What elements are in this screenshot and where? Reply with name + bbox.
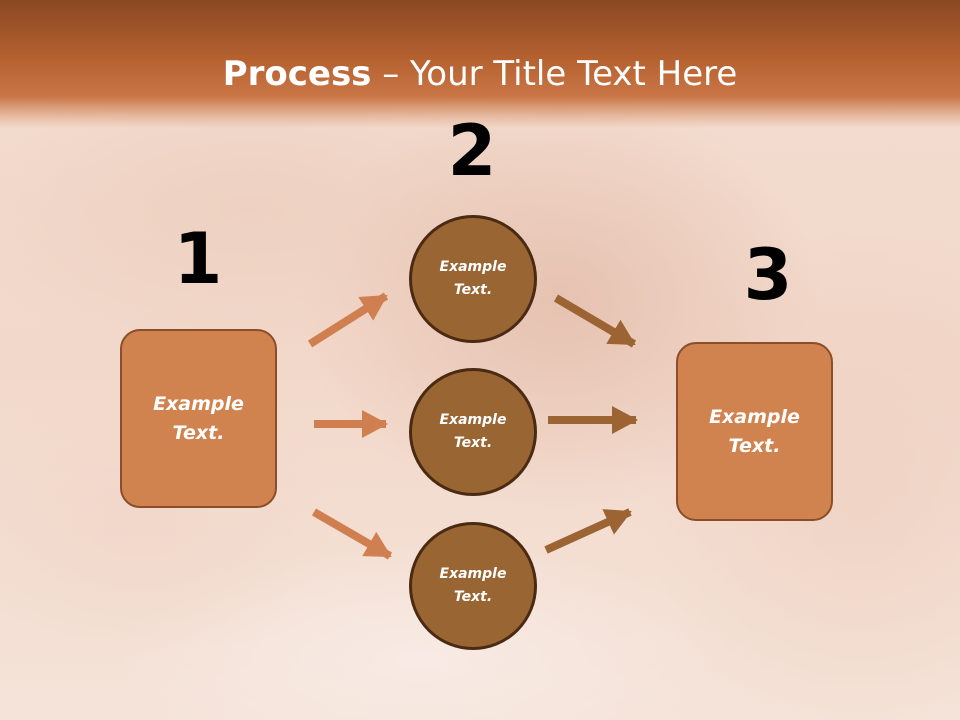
circle-top-label: Example Text. — [439, 259, 507, 298]
step-number-1: 1 — [173, 218, 223, 300]
arrow-bottom-to-3 — [544, 508, 632, 554]
step-1-box[interactable]: Example Text. — [120, 329, 277, 508]
title-rest: – Your Title Text Here — [371, 54, 738, 94]
step-3-box[interactable]: Example Text. — [676, 342, 833, 521]
circle-bottom[interactable]: Example Text. — [409, 522, 537, 650]
arrow-1-to-bottom — [311, 508, 393, 560]
step-3-label: Example Text. — [709, 405, 800, 457]
arrow-1-to-top — [307, 292, 389, 348]
step-number-2: 2 — [447, 110, 497, 192]
circle-top[interactable]: Example Text. — [409, 215, 537, 343]
slide-title[interactable]: Process – Your Title Text Here — [0, 52, 960, 96]
circle-middle[interactable]: Example Text. — [409, 368, 537, 496]
step-1-label: Example Text. — [153, 392, 244, 444]
circle-bottom-label: Example Text. — [439, 566, 507, 605]
circle-middle-label: Example Text. — [439, 412, 507, 451]
arrow-top-to-3 — [553, 294, 637, 348]
step-number-3: 3 — [743, 234, 793, 316]
title-bold: Process — [222, 54, 372, 94]
header-band — [0, 0, 960, 128]
